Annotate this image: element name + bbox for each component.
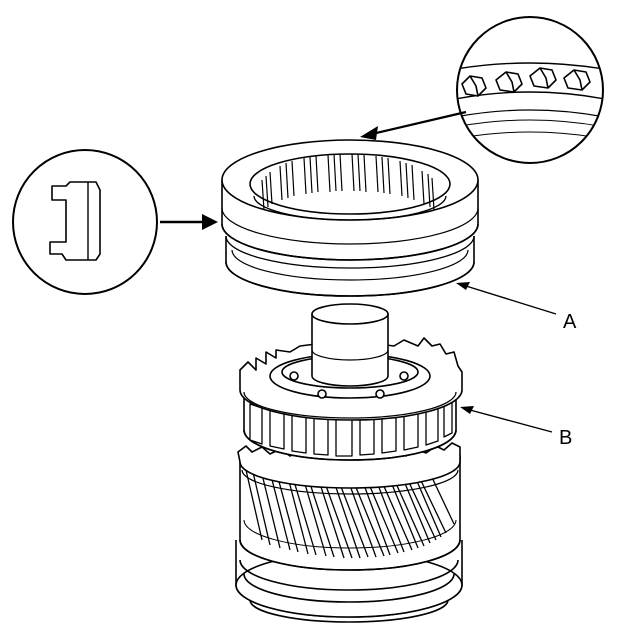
- arrowhead-left-inset: [202, 214, 218, 230]
- leader-a: [465, 285, 557, 315]
- leader-b: [469, 409, 553, 433]
- synchro-sleeve: [221, 139, 479, 297]
- arrowhead-a: [456, 282, 470, 290]
- callout-a-label: A: [563, 311, 577, 333]
- arrowhead-right-inset: [360, 126, 378, 140]
- shaft: [311, 303, 389, 387]
- tooth-detail-inset: [456, 16, 604, 164]
- lower-gear-assembly: [235, 442, 463, 623]
- callout-b-label: B: [559, 427, 572, 449]
- inset-arrow-right: [371, 110, 467, 136]
- sleeve-internal-splines: [261, 153, 435, 211]
- profile-detail-inset: [12, 149, 158, 295]
- arrowhead-b: [460, 406, 474, 414]
